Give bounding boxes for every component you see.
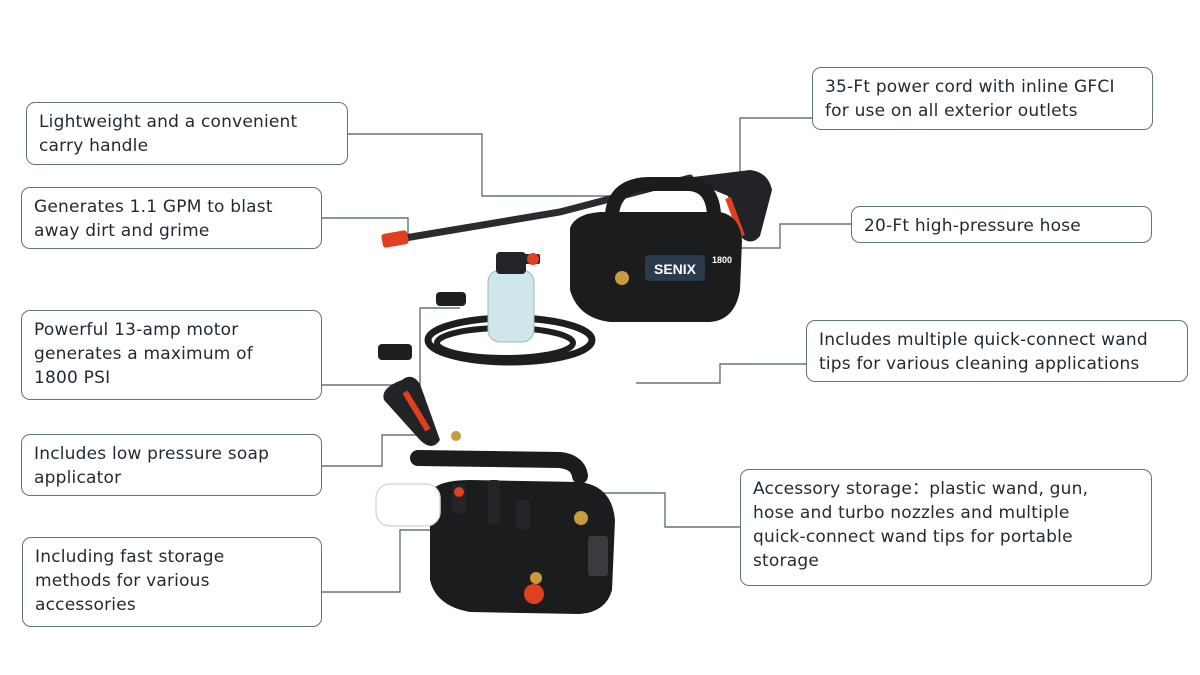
callout-wand-tips: Includes multiple quick-connect wand tip… (806, 320, 1188, 382)
pressure-washer-storage (375, 376, 615, 614)
callout-power-cord: 35-Ft power cord with inline GFCI for us… (812, 67, 1153, 130)
pressure-washer-assembled: SENIX 1800 (378, 170, 772, 366)
callout-hose: 20-Ft high-pressure hose (851, 206, 1152, 243)
callout-soap-applicator: Includes low pressure soap applicator (21, 434, 322, 496)
leader-lines (322, 117, 851, 593)
callout-storage-methods: Including fast storage methods for vario… (22, 537, 322, 627)
callout-accessory-storage: Accessory storage：plastic wand, gun, hos… (740, 469, 1152, 586)
model-badge: 1800 (712, 255, 732, 265)
callout-carry-handle: Lightweight and a convenient carry handl… (26, 102, 348, 165)
brand-logo: SENIX (654, 261, 697, 277)
callout-motor: Powerful 13-amp motor generates a maximu… (21, 310, 322, 400)
callout-gpm: Generates 1.1 GPM to blast away dirt and… (21, 187, 322, 249)
